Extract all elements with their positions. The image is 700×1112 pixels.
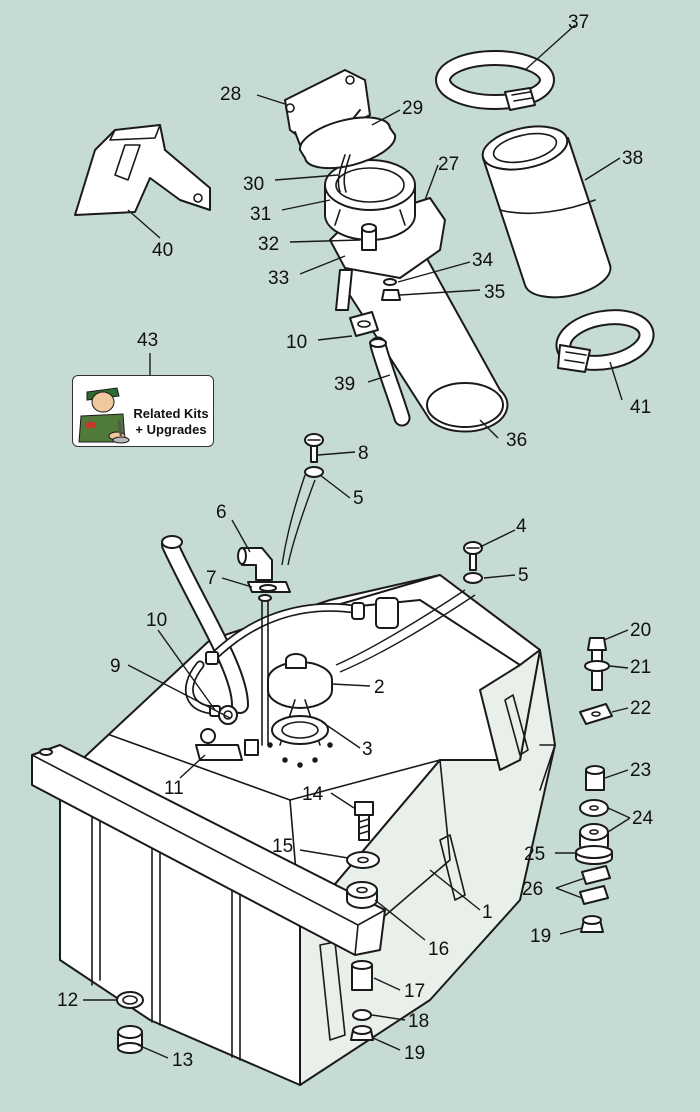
callout-5-top: 5 (353, 488, 364, 509)
callout-26: 26 (522, 879, 543, 900)
leader-lines (83, 24, 631, 1059)
callout-27: 27 (438, 154, 459, 175)
hose-clip (349, 311, 379, 337)
callout-16: 16 (428, 939, 449, 960)
mounting-bolt-set (579, 637, 613, 725)
callout-3: 3 (362, 739, 373, 760)
callout-11: 11 (164, 778, 184, 799)
callout-23: 23 (630, 760, 651, 781)
tank-mounting-bar (31, 744, 386, 956)
union-fittings (195, 705, 259, 761)
callout-1: 1 (482, 902, 493, 923)
callout-25: 25 (524, 844, 545, 865)
mounting-bracket (74, 124, 211, 216)
callout-39: 39 (334, 374, 355, 395)
callout-41: 41 (630, 397, 651, 418)
badge-line-1: Related Kits (133, 406, 209, 421)
callout-40: 40 (152, 240, 173, 261)
callout-2: 2 (374, 677, 385, 698)
callout-34: 34 (472, 250, 494, 271)
callout-29: 29 (402, 98, 423, 119)
filler-cap-chain (337, 154, 351, 193)
callout-22: 22 (630, 698, 651, 719)
related-kits-badge[interactable]: Related Kits + Upgrades (72, 375, 214, 447)
mechanic-icon (78, 387, 130, 444)
callout-21: 21 (630, 657, 651, 678)
breather-hose (369, 336, 411, 427)
callout-5-right: 5 (518, 565, 529, 586)
filler-nut (381, 278, 401, 301)
callout-24: 24 (632, 808, 654, 829)
screw-and-washer-top (304, 433, 324, 478)
callout-31: 31 (250, 204, 271, 225)
rubber-mounts (575, 765, 613, 933)
filler-cap-seal (298, 116, 397, 170)
callout-37: 37 (568, 12, 589, 33)
callout-13: 13 (172, 1050, 193, 1071)
filler-bolt (361, 223, 377, 251)
screw-and-washer-right (463, 541, 483, 584)
callout-15: 15 (272, 836, 293, 857)
callout-6: 6 (216, 502, 227, 523)
hose-clamp-bottom (555, 309, 655, 373)
callout-35: 35 (484, 282, 505, 303)
callout-28: 28 (220, 84, 241, 105)
callout-38: 38 (622, 148, 643, 169)
hose-clamp-top (435, 50, 555, 111)
fuel-lines (161, 535, 399, 717)
callout-12: 12 (57, 990, 78, 1011)
callout-19-right: 19 (530, 926, 551, 947)
related-kits-label: Related Kits + Upgrades (129, 406, 213, 438)
callout-10-top: 10 (286, 332, 307, 353)
callout-19-bottom: 19 (404, 1043, 425, 1064)
filler-neck (324, 159, 446, 311)
fuel-gauge-sender (267, 653, 333, 768)
callout-14: 14 (302, 784, 324, 805)
callout-17: 17 (404, 981, 425, 1002)
callout-43: 43 (137, 330, 158, 351)
tank-lower-fixings (350, 960, 374, 1041)
outlet-elbow (237, 547, 291, 593)
callout-20: 20 (630, 620, 651, 641)
callout-32: 32 (258, 234, 279, 255)
callout-numbers: 37 38 28 29 27 30 31 32 33 34 35 10 39 3… (57, 12, 654, 1071)
callout-33: 33 (268, 268, 289, 289)
callout-9: 9 (110, 656, 121, 677)
outlet-pipe (258, 594, 272, 746)
callout-36: 36 (506, 430, 527, 451)
callout-10-bottom: 10 (146, 610, 167, 631)
callout-7: 7 (206, 568, 217, 589)
callout-4: 4 (516, 516, 527, 537)
drain-plug (116, 991, 144, 1054)
badge-line-2: + Upgrades (135, 422, 207, 437)
callout-18: 18 (408, 1011, 429, 1032)
filler-hose (481, 125, 612, 299)
tank-bolt (346, 801, 380, 909)
callout-8: 8 (358, 443, 369, 464)
callout-30: 30 (243, 174, 264, 195)
